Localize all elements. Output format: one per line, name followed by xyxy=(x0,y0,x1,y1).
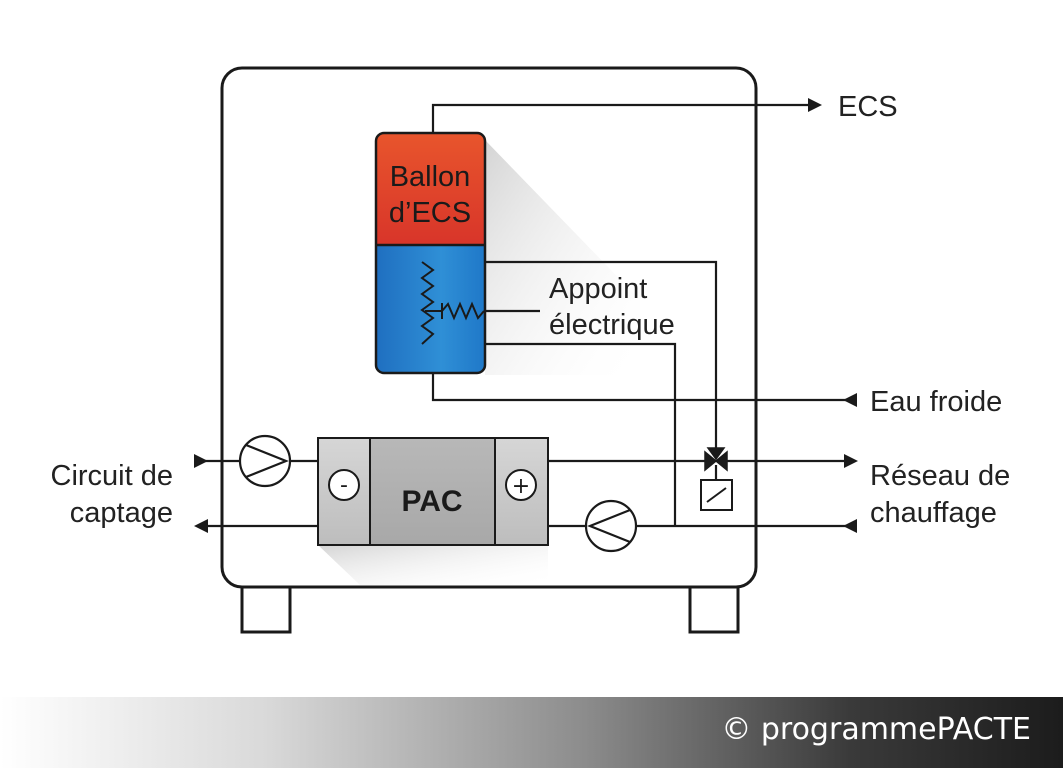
appoint-label-line1: Appoint xyxy=(549,273,647,305)
tank-label-line1: Ballon xyxy=(390,161,471,193)
minus-terminal-icon xyxy=(328,469,360,501)
circuit-label-line2: captage xyxy=(70,497,173,529)
flow-arrows xyxy=(194,98,858,533)
ecs-label: ECS xyxy=(838,91,898,123)
copyright-text: © programmePACTE xyxy=(721,712,1031,747)
unit-foot-right xyxy=(688,583,740,634)
pump-chauffage-icon xyxy=(584,499,638,553)
heat-pump-diagram: Ballon d’ECS PAC - + ECS xyxy=(51,66,1010,634)
footer-gradient-bar xyxy=(0,697,1063,768)
ballon-ecs-tank: Ballon d’ECS xyxy=(374,131,487,375)
plus-terminal-icon xyxy=(505,469,537,501)
pac-shadow xyxy=(318,545,548,585)
plus-sign: + xyxy=(512,474,530,499)
pac-unit: PAC - + xyxy=(317,437,549,546)
unit-foot-left xyxy=(240,583,292,634)
appoint-label-line2: électrique xyxy=(549,309,675,341)
tank-label-line2: d’ECS xyxy=(389,197,471,229)
valve-actuator-icon xyxy=(700,479,733,511)
resistance-symbol xyxy=(441,301,485,321)
reseau-label-line1: Réseau de xyxy=(870,460,1010,492)
tank-shadow xyxy=(485,140,640,375)
heating-coil xyxy=(420,261,442,345)
three-way-valve-icon xyxy=(704,447,728,472)
pump-captage-icon xyxy=(238,434,292,488)
eau-froide-label: Eau froide xyxy=(870,386,1002,418)
minus-sign: - xyxy=(340,473,348,498)
pac-label: PAC xyxy=(401,485,462,518)
circuit-label-line1: Circuit de xyxy=(51,460,174,492)
reseau-label-line2: chauffage xyxy=(870,497,997,529)
